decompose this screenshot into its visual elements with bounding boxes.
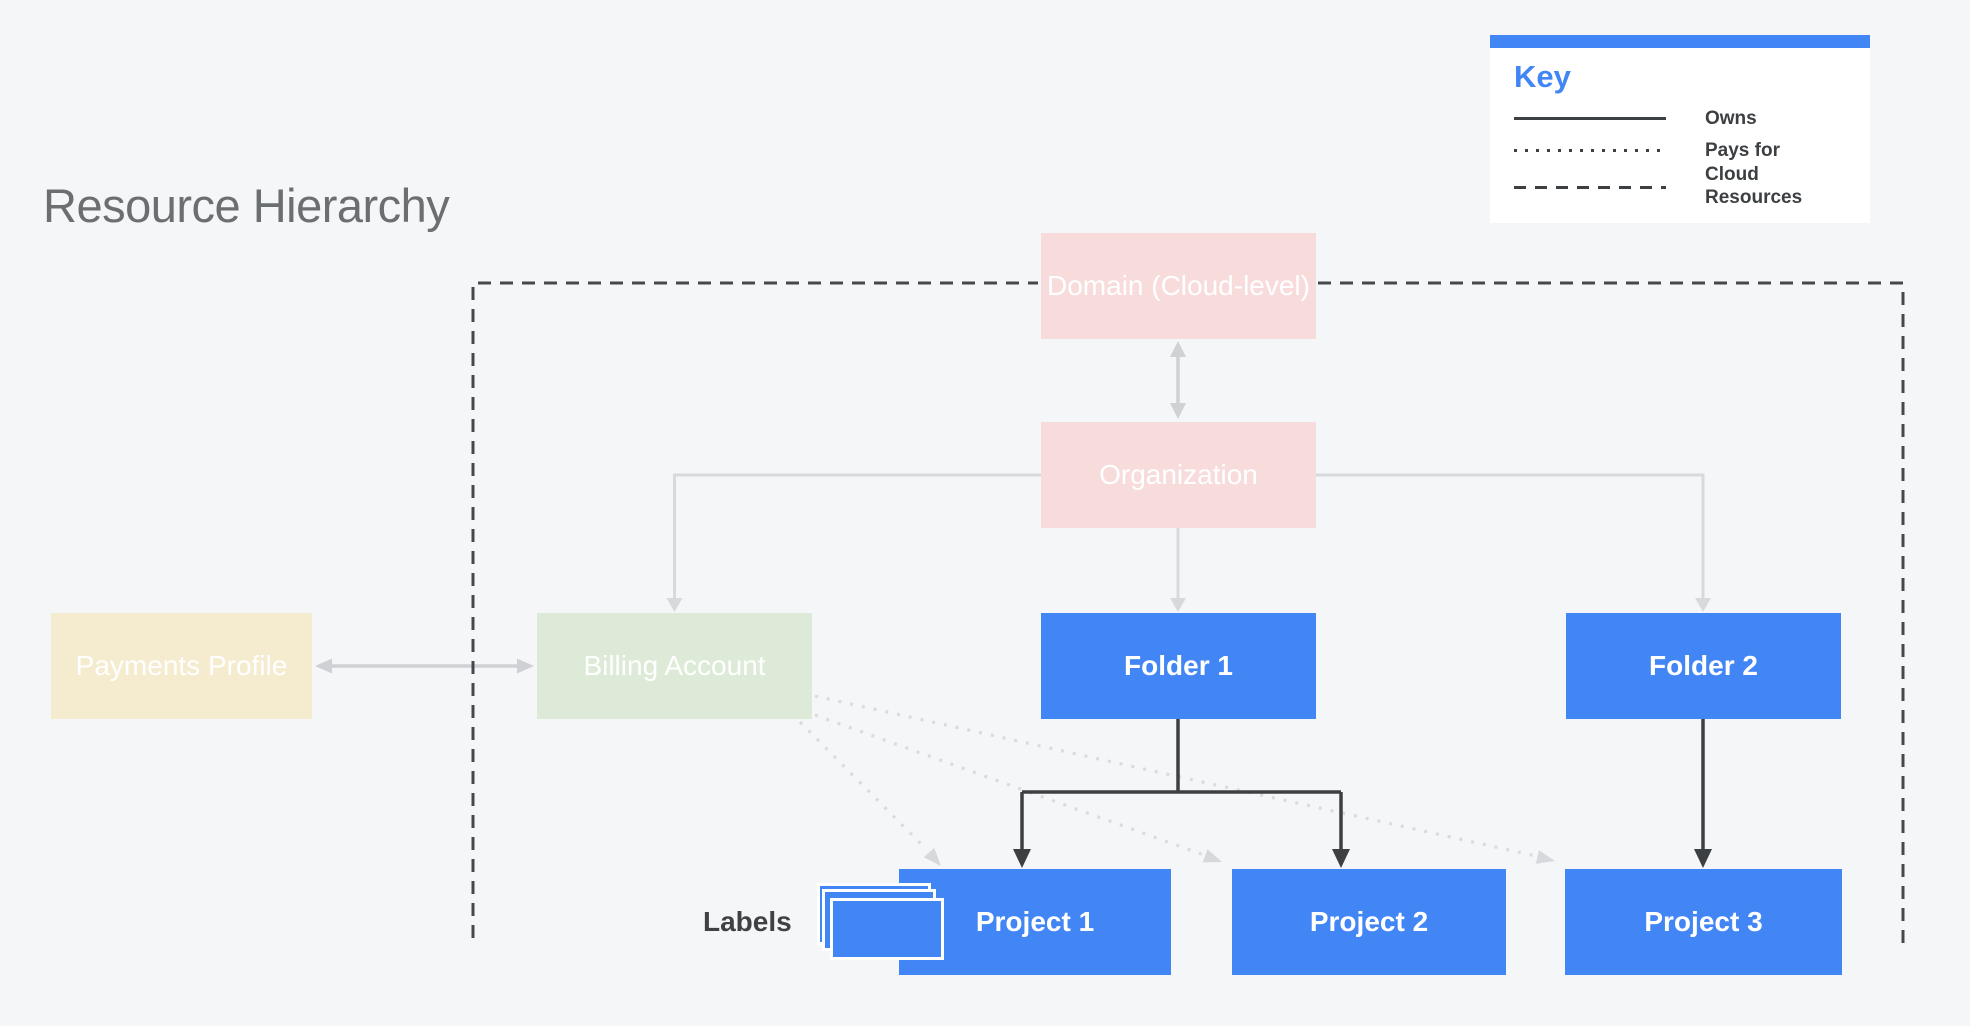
node-organization-label: Organization	[1099, 459, 1258, 490]
folder2-arrow	[1694, 719, 1712, 868]
pays-for-lines	[798, 694, 1537, 858]
node-folder-1-label: Folder 1	[1124, 650, 1233, 681]
legend-label-owns: Owns	[1705, 108, 1757, 129]
legend-label-pays-for: Pays for	[1705, 140, 1780, 161]
node-organization: Organization	[1041, 422, 1316, 528]
node-payments-profile: Payments Profile	[51, 613, 312, 719]
domain-org-arrow	[1170, 341, 1186, 419]
node-domain: Domain (Cloud-level)	[1041, 233, 1316, 339]
node-folder-1: Folder 1	[1041, 613, 1316, 719]
folder1-branch	[1020, 719, 1343, 851]
node-billing-account: Billing Account	[537, 613, 812, 719]
dotted-line-sample	[1514, 149, 1666, 152]
node-folder-2: Folder 2	[1566, 613, 1841, 719]
node-project-2: Project 2	[1232, 869, 1506, 975]
stacked-cards-icon	[817, 883, 944, 960]
folder1-branch-arrowheads	[1013, 849, 1350, 868]
node-project-2-label: Project 2	[1309, 906, 1429, 937]
legend-panel: Key Owns Pays for Cloud Resources	[1490, 35, 1870, 223]
node-payments-profile-label: Payments Profile	[75, 650, 288, 681]
stacked-card-front	[830, 898, 944, 960]
node-project-3-label: Project 3	[1644, 906, 1763, 937]
node-domain-label: Domain (Cloud-level)	[1047, 270, 1310, 301]
legend-header-bar	[1490, 35, 1870, 48]
cloud-resources-boundary	[471, 281, 1905, 950]
solid-line-sample	[1514, 117, 1666, 120]
page-title: Resource Hierarchy	[43, 179, 450, 232]
node-folder-2-label: Folder 2	[1649, 650, 1758, 681]
legend-title: Key	[1514, 59, 1571, 94]
org-owns-connectors	[673, 473, 1705, 599]
node-project-1-label: Project 1	[975, 906, 1095, 937]
node-billing-account-label: Billing Account	[583, 650, 766, 681]
payments-billing-arrow	[315, 658, 534, 674]
labels-caption: Labels	[703, 906, 792, 937]
node-project-1: Project 1	[899, 869, 1171, 975]
node-project-3: Project 3	[1565, 869, 1842, 975]
dashed-line-sample	[1514, 186, 1666, 189]
org-owns-arrowheads	[666, 598, 1711, 612]
pays-for-arrowheads	[923, 847, 1555, 866]
legend-label-cloud-resources: Cloud Resources	[1705, 164, 1803, 208]
